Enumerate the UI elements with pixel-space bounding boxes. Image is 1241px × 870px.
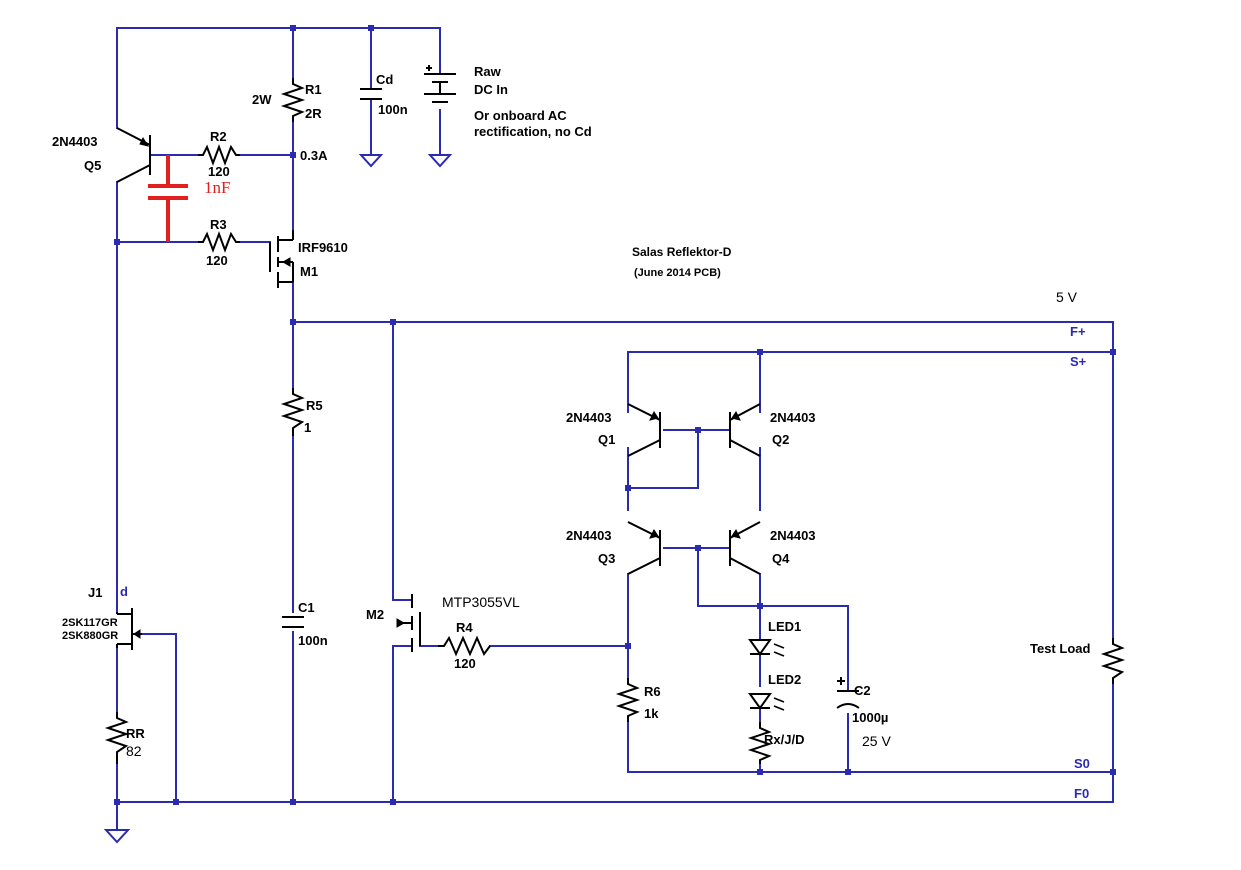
q4-ref: Q4: [772, 551, 790, 566]
transistor-q1: [627, 403, 661, 457]
junction-dots: [114, 25, 1116, 805]
diagram-title: Salas Reflektor-D: [632, 245, 732, 259]
terminal-f-plus: F+: [1070, 324, 1086, 339]
r1-value: 2R: [305, 106, 322, 121]
led-2: [748, 693, 785, 711]
r2-value: 120: [208, 164, 230, 179]
cd-ref: Cd: [376, 72, 393, 87]
c2-rating: 25 V: [862, 733, 891, 749]
q5-ref: Q5: [84, 158, 101, 173]
r5-value: 1: [304, 420, 311, 435]
r5-ref: R5: [306, 398, 323, 413]
terminal-s-zero: S0: [1074, 756, 1090, 771]
r2-ref: R2: [210, 129, 227, 144]
j1-part-2: 2SK880GR: [62, 630, 118, 642]
rx-ref: Rx/J/D: [764, 732, 804, 747]
resistor-rx: [747, 722, 773, 764]
test-load-label: Test Load: [1030, 641, 1090, 656]
c1-ref: C1: [298, 600, 315, 615]
r6-ref: R6: [644, 684, 661, 699]
m1-part: IRF9610: [298, 240, 348, 255]
q2-part: 2N4403: [770, 410, 816, 425]
transistor-q3: [627, 521, 661, 575]
resistor-rr: [104, 712, 130, 764]
j1-ref: J1: [88, 585, 102, 600]
transistor-q4: [729, 521, 761, 575]
current-note: 0.3A: [300, 148, 328, 163]
cd-value: 100n: [378, 102, 408, 117]
led1-ref: LED1: [768, 619, 801, 634]
j1-pin: d: [120, 584, 128, 599]
m2-ref: M2: [366, 607, 384, 622]
wires: [116, 27, 1114, 831]
raw-dc-label-1: Raw: [474, 64, 502, 79]
resistor-r2: [198, 144, 240, 166]
led-1: [748, 631, 785, 657]
r3-value: 120: [206, 253, 228, 268]
terminal-s-plus: S+: [1070, 354, 1087, 369]
q1-part: 2N4403: [566, 410, 612, 425]
r3-ref: R3: [210, 217, 227, 232]
added-capacitor-1nf: 1nF: [148, 155, 230, 242]
r1-ref: R1: [305, 82, 322, 97]
capacitor-c2: [836, 677, 860, 709]
diagram-subtitle: (June 2014 PCB): [634, 267, 721, 279]
q3-part: 2N4403: [566, 528, 612, 543]
transistor-q2: [729, 403, 761, 457]
transistor-q5: [116, 127, 151, 183]
r6-value: 1k: [644, 706, 659, 721]
raw-dc-label-2: DC In: [474, 82, 508, 97]
r1-power: 2W: [252, 92, 272, 107]
resistor-r1: [280, 78, 306, 122]
led2-ref: LED2: [768, 672, 801, 687]
jfet-j1: [116, 608, 142, 650]
resistor-r3: [198, 231, 240, 253]
rr-value: 82: [126, 743, 142, 759]
m2-part: MTP3055VL: [442, 594, 520, 610]
q5-part: 2N4403: [52, 134, 98, 149]
resistor-r5: [280, 388, 306, 436]
ground-symbols: [103, 154, 453, 844]
added-cap-label: 1nF: [204, 178, 230, 197]
supply-note-2: rectification, no Cd: [474, 124, 592, 139]
supply-note-1: Or onboard AC: [474, 108, 567, 123]
c2-ref: C2: [854, 683, 871, 698]
r4-value: 120: [454, 656, 476, 671]
j1-part-1: 2SK117GR: [62, 617, 118, 629]
c1-value: 100n: [298, 633, 328, 648]
mosfet-m2: [396, 594, 421, 652]
resistor-r4: [438, 635, 491, 657]
capacitor-cd: [360, 88, 382, 100]
resistor-r6: [615, 678, 641, 722]
mosfet-m1: [269, 230, 294, 288]
q4-part: 2N4403: [770, 528, 816, 543]
capacitor-c1: [282, 616, 304, 628]
q3-ref: Q3: [598, 551, 615, 566]
test-load-resistor: [1100, 638, 1126, 684]
m1-ref: M1: [300, 264, 318, 279]
c2-value: 1000µ: [852, 710, 888, 725]
output-voltage: 5 V: [1056, 289, 1078, 305]
dc-source-symbol: [424, 65, 456, 103]
q1-ref: Q1: [598, 432, 615, 447]
q2-ref: Q2: [772, 432, 789, 447]
r4-ref: R4: [456, 620, 473, 635]
component-labels: 2N4403 Q5 R2 120 R3 120 2W R1 2R 0.3A Cd…: [52, 64, 1090, 801]
rr-ref: RR: [126, 726, 145, 741]
terminal-f-zero: F0: [1074, 786, 1089, 801]
